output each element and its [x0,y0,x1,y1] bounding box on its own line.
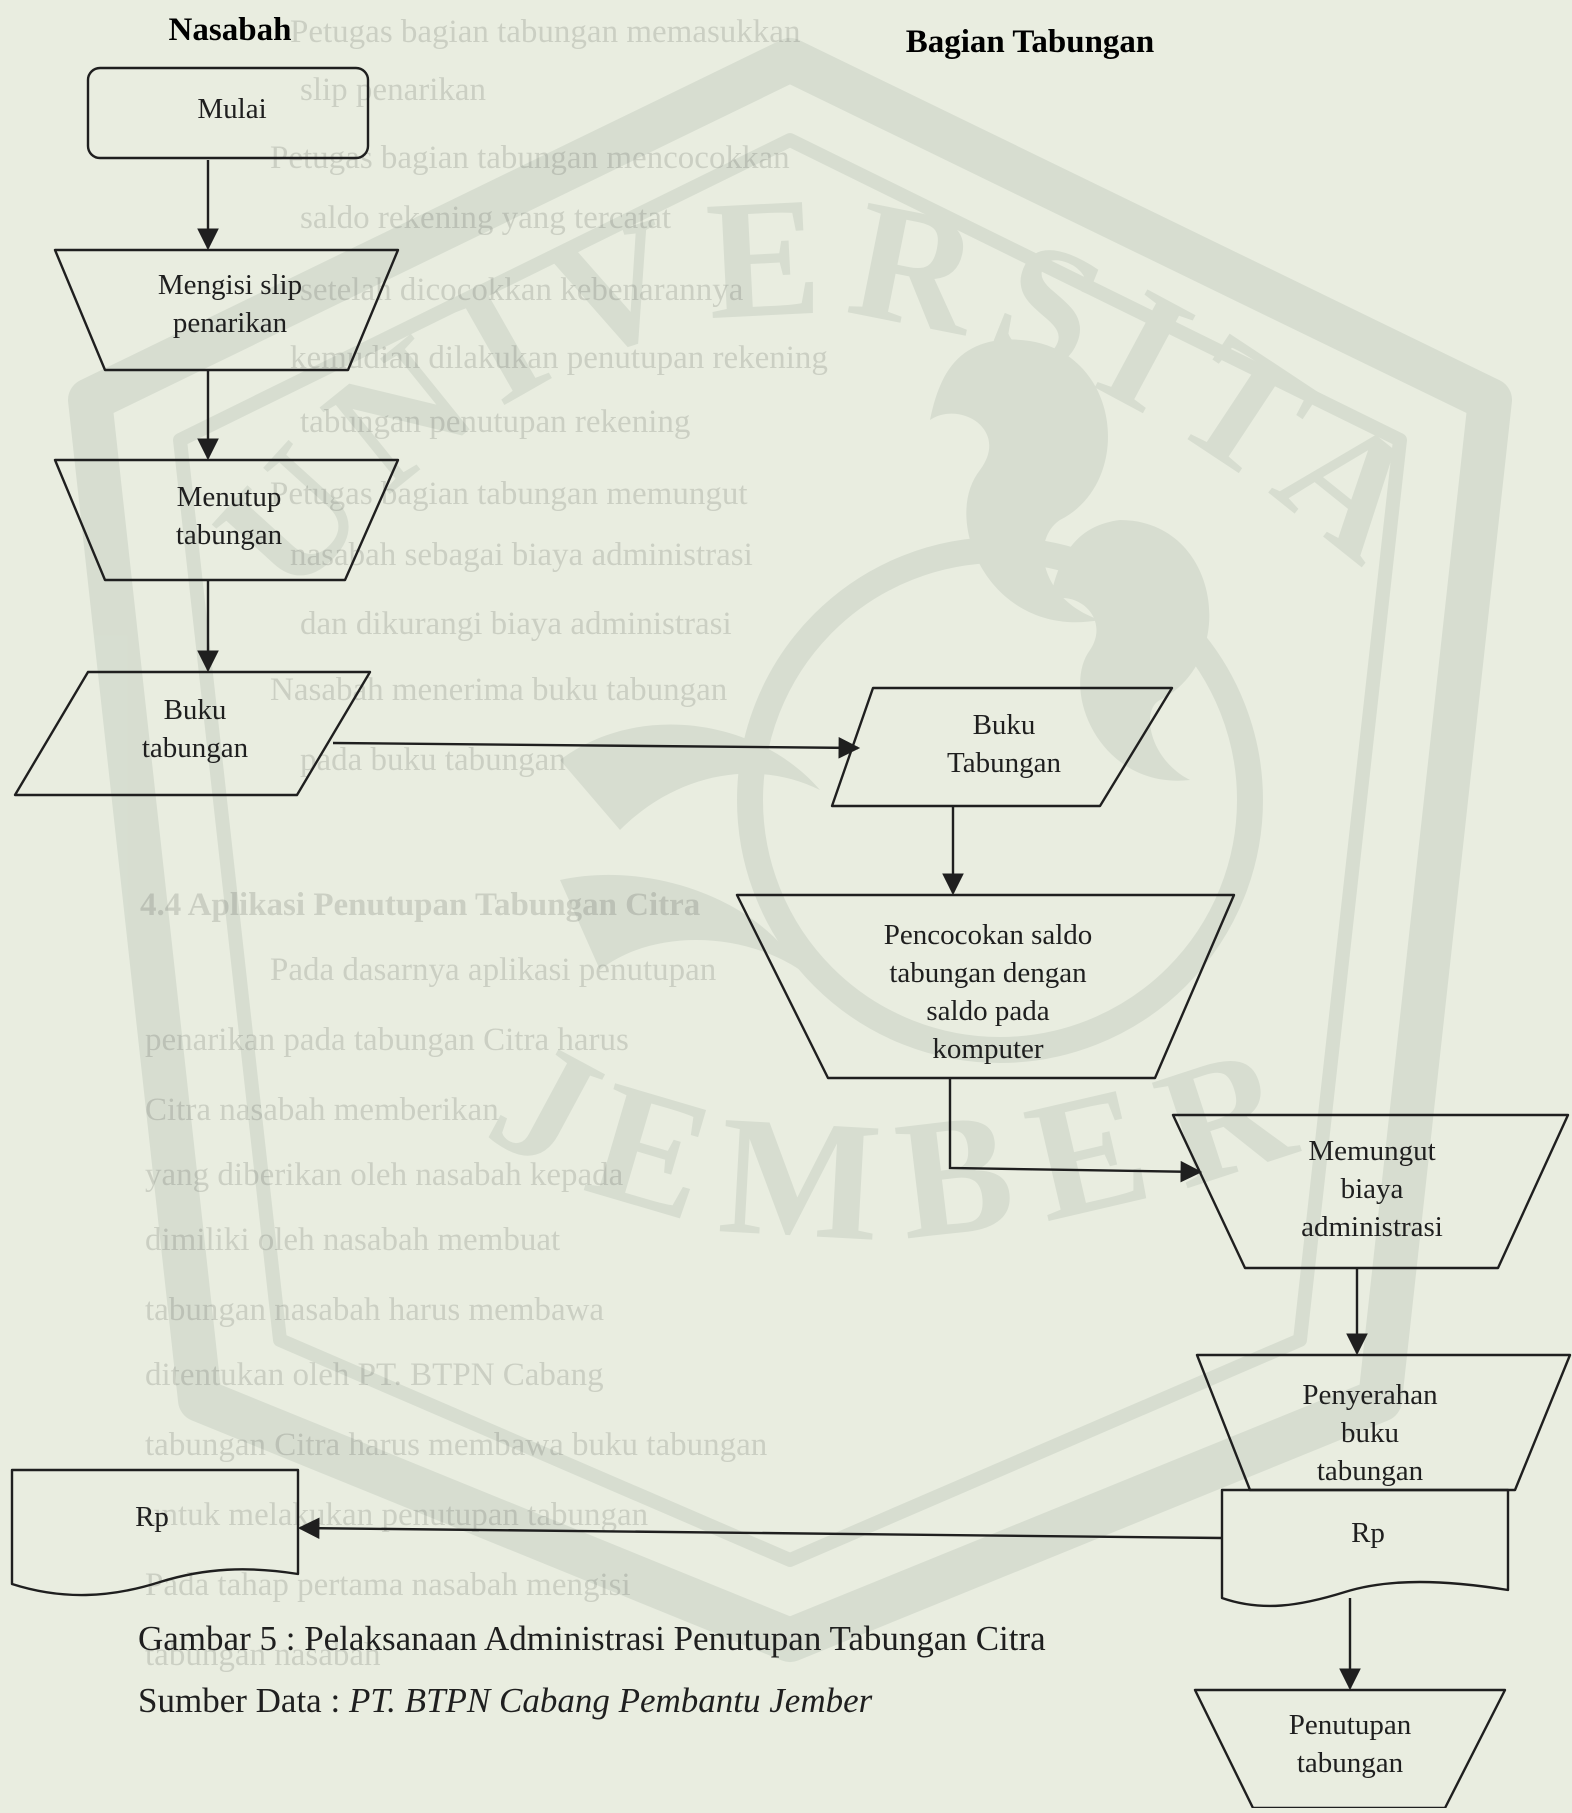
watermark-frame-inner [173,133,1407,1567]
node-label-buku-tabungan-nasabah: Buku tabungan [142,694,249,764]
background-text-line: pada buku tabungan [300,742,566,778]
background-text-line: dan dikurangi biaya administrasi [300,606,732,642]
figure-caption: Gambar 5 : Pelaksanaan Administrasi Penu… [138,1619,1046,1658]
start-terminal-shape [86,66,370,160]
background-text-line: saldo rekening yang tercatat [300,200,671,236]
watermark-emblem [560,339,1263,1063]
node-label-line: Penutupan [1289,1709,1412,1741]
node-label-line: administrasi [1301,1211,1443,1243]
background-text-line: penarikan pada tabungan Citra harus [145,1022,629,1058]
node-label-line: Buku [164,694,227,726]
node-label-line: saldo pada [926,995,1049,1027]
background-text-line: untuk melakukan penutupan tabungan [145,1497,648,1533]
background-text-line: yang diberikan oleh nasabah kepada [145,1157,624,1193]
data-parallelogram-shape [830,686,1174,808]
node-label-line: komputer [932,1033,1043,1065]
background-text-line: dimiliki oleh nasabah membuat [145,1222,560,1258]
node-label-rp-nasabah: Rp [135,1501,169,1533]
manual-operation-shape [1195,1353,1572,1492]
flow-arrow [948,1078,1203,1183]
manual-operation-shape [735,893,1236,1080]
node-label-line: tabungan [176,519,283,551]
node-label-line: Buku [973,709,1036,741]
background-text-line: Nasabah menerima buku tabungan [270,672,727,708]
manual-operation-shape [53,248,400,372]
manual-operation-shape [53,458,400,582]
figure-source: Sumber Data : PT. BTPN Cabang Pembantu J… [138,1681,873,1720]
background-text-line: tabungan penutupan rekening [300,404,690,440]
flow-arrow [332,737,861,759]
node-label-line: Memungut [1308,1135,1435,1167]
data-parallelogram-shape [13,670,372,797]
node-label-memungut-biaya: Memungut biaya administrasi [1301,1135,1443,1243]
background-page-text: Petugas bagian tabungan memasukkan slip p… [140,14,828,1673]
background-text-line: nasabah sebagai biaya administrasi [290,537,753,573]
node-label-menutup-tabungan: Menutup tabungan [176,481,283,551]
node-label-line: Penyerahan [1302,1379,1438,1411]
background-text-line: slip penarikan [300,72,486,108]
background-text-line: tabungan Citra harus membawa buku tabung… [145,1427,767,1463]
background-text-line: 4.4 Aplikasi Penutupan Tabungan Citra [140,887,700,923]
node-label-mulai: Mulai [197,93,266,125]
node-label-pencocokan-saldo: Pencocokan saldo tabungan dengan saldo pad… [884,919,1093,1065]
background-text-line: Pada dasarnya aplikasi penutupan [270,952,716,988]
background-text-line: Pada tahap pertama nasabah mengisi [145,1567,631,1603]
lane-title-nasabah: Nasabah [169,12,292,48]
manual-operation-shape [1171,1113,1570,1270]
background-text-line: Petugas bagian tabungan memungut [270,476,748,512]
node-label-line: tabungan [1317,1455,1424,1487]
node-label-line: tabungan [142,732,249,764]
background-text-line: tabungan nasabah harus membawa [145,1292,604,1328]
node-label-line: buku [1341,1417,1399,1449]
node-label-line: tabungan dengan [889,957,1087,989]
node-label-line: Mulai [197,93,266,125]
background-text-line: setelah dicocokkan kebenarannya [300,272,744,308]
background-text-line: Petugas bagian tabungan memasukkan [290,14,800,50]
node-label-line: Mengisi slip [158,269,302,301]
figure-source-label: Sumber Data : [138,1681,349,1720]
watermark-frame-outer [68,38,1512,1662]
node-label-line: tabungan [1297,1747,1404,1779]
flow-arrow [297,1517,1223,1540]
document-shape [1220,1488,1510,1608]
node-label-line: Rp [135,1501,169,1533]
background-text-line: ditentukan oleh PT. BTPN Cabang [145,1357,604,1393]
node-label-penutupan-tabungan: Penutupan tabungan [1289,1709,1412,1779]
node-label-rp-bagian: Rp [1351,1517,1385,1549]
node-label-line: Menutup [177,481,282,513]
node-label-line: Tabungan [947,747,1061,779]
node-label-line: Pencocokan saldo [884,919,1093,951]
university-watermark: UNIVERSITAS JEMBER [0,0,1512,1662]
node-label-line: biaya [1341,1173,1404,1205]
figure-source-name: PT. BTPN Cabang Pembantu Jember [348,1681,873,1720]
node-label-line: penarikan [173,307,288,339]
node-label-penyerahan-buku: Penyerahan buku tabungan [1302,1379,1438,1487]
background-text-line: kemudian dilakukan penutupan rekening [290,340,828,376]
background-text-line: tabungan nasabah [145,1637,381,1673]
node-label-mengisi-slip: Mengisi slip penarikan [158,269,302,339]
document-shape [10,1468,300,1597]
lane-title-bagian-tabungan: Bagian Tabungan [906,24,1155,60]
background-text-line: Citra nasabah memberikan [145,1092,499,1128]
node-label-line: Rp [1351,1517,1385,1549]
